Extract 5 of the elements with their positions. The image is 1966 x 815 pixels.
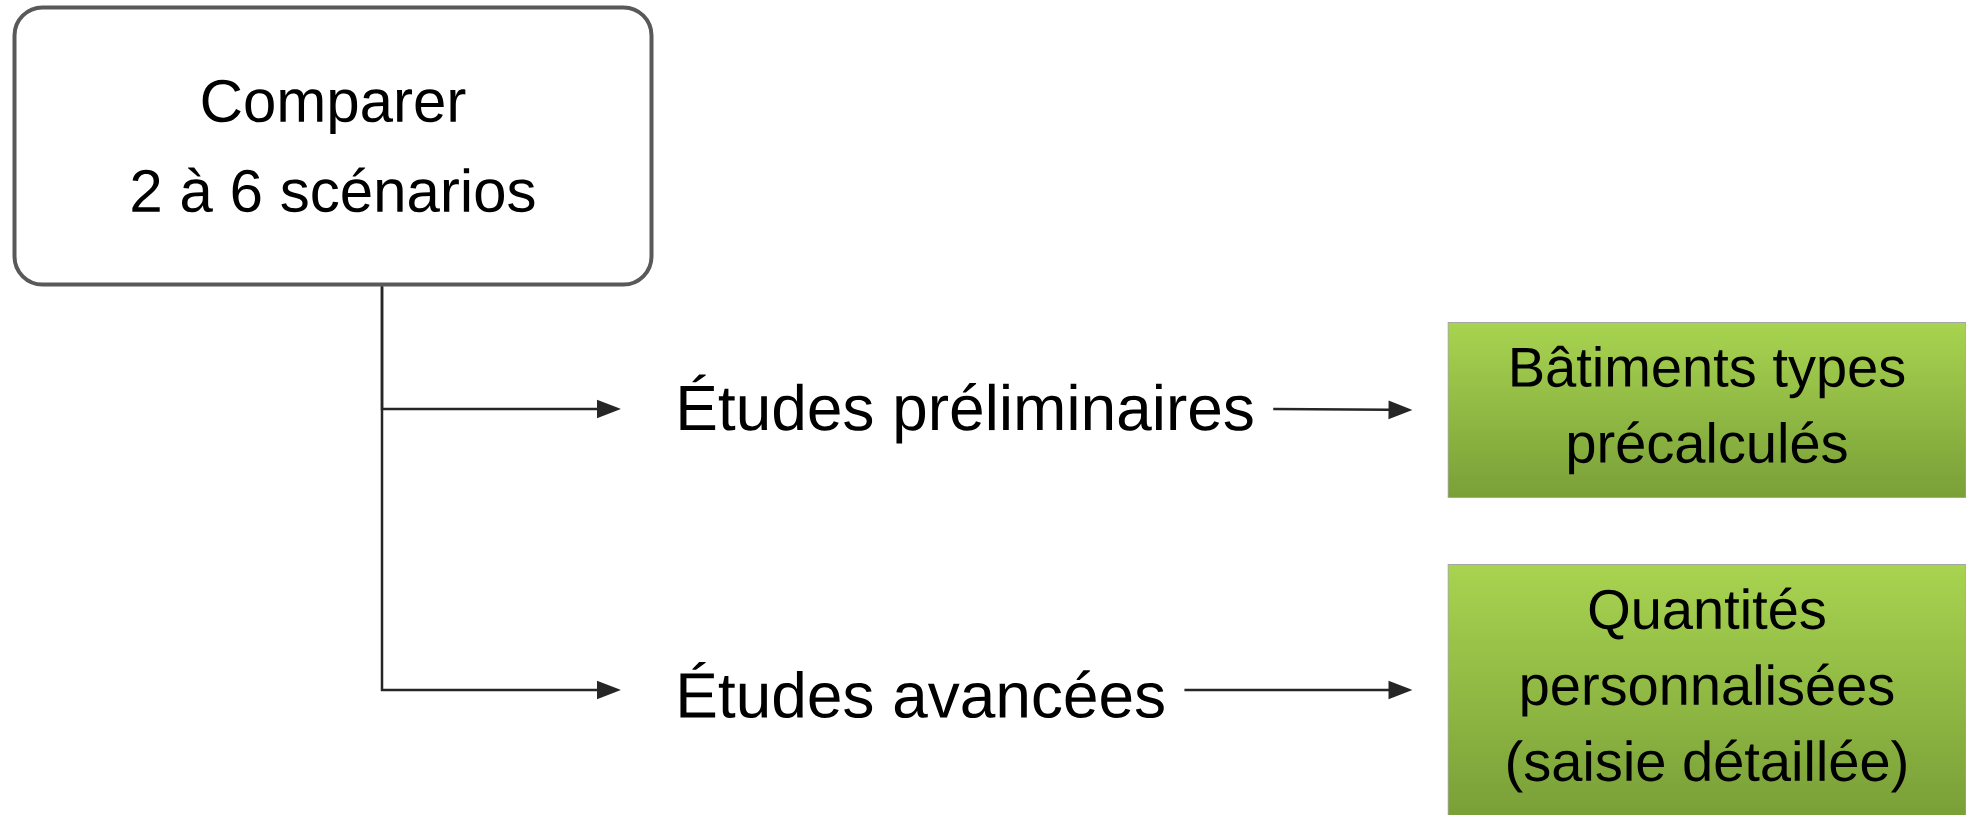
rounded-box: Comparer 2 à 6 scénarios — [12, 5, 654, 287]
stage-text: Études avancées — [680, 661, 1164, 719]
result-box: Bâtiments types précalculés — [1447, 322, 1966, 498]
result-box: Quantités personnalisées (saisie détaillée) — [1447, 564, 1966, 815]
stage-text: Études préliminaires — [680, 374, 1253, 444]
